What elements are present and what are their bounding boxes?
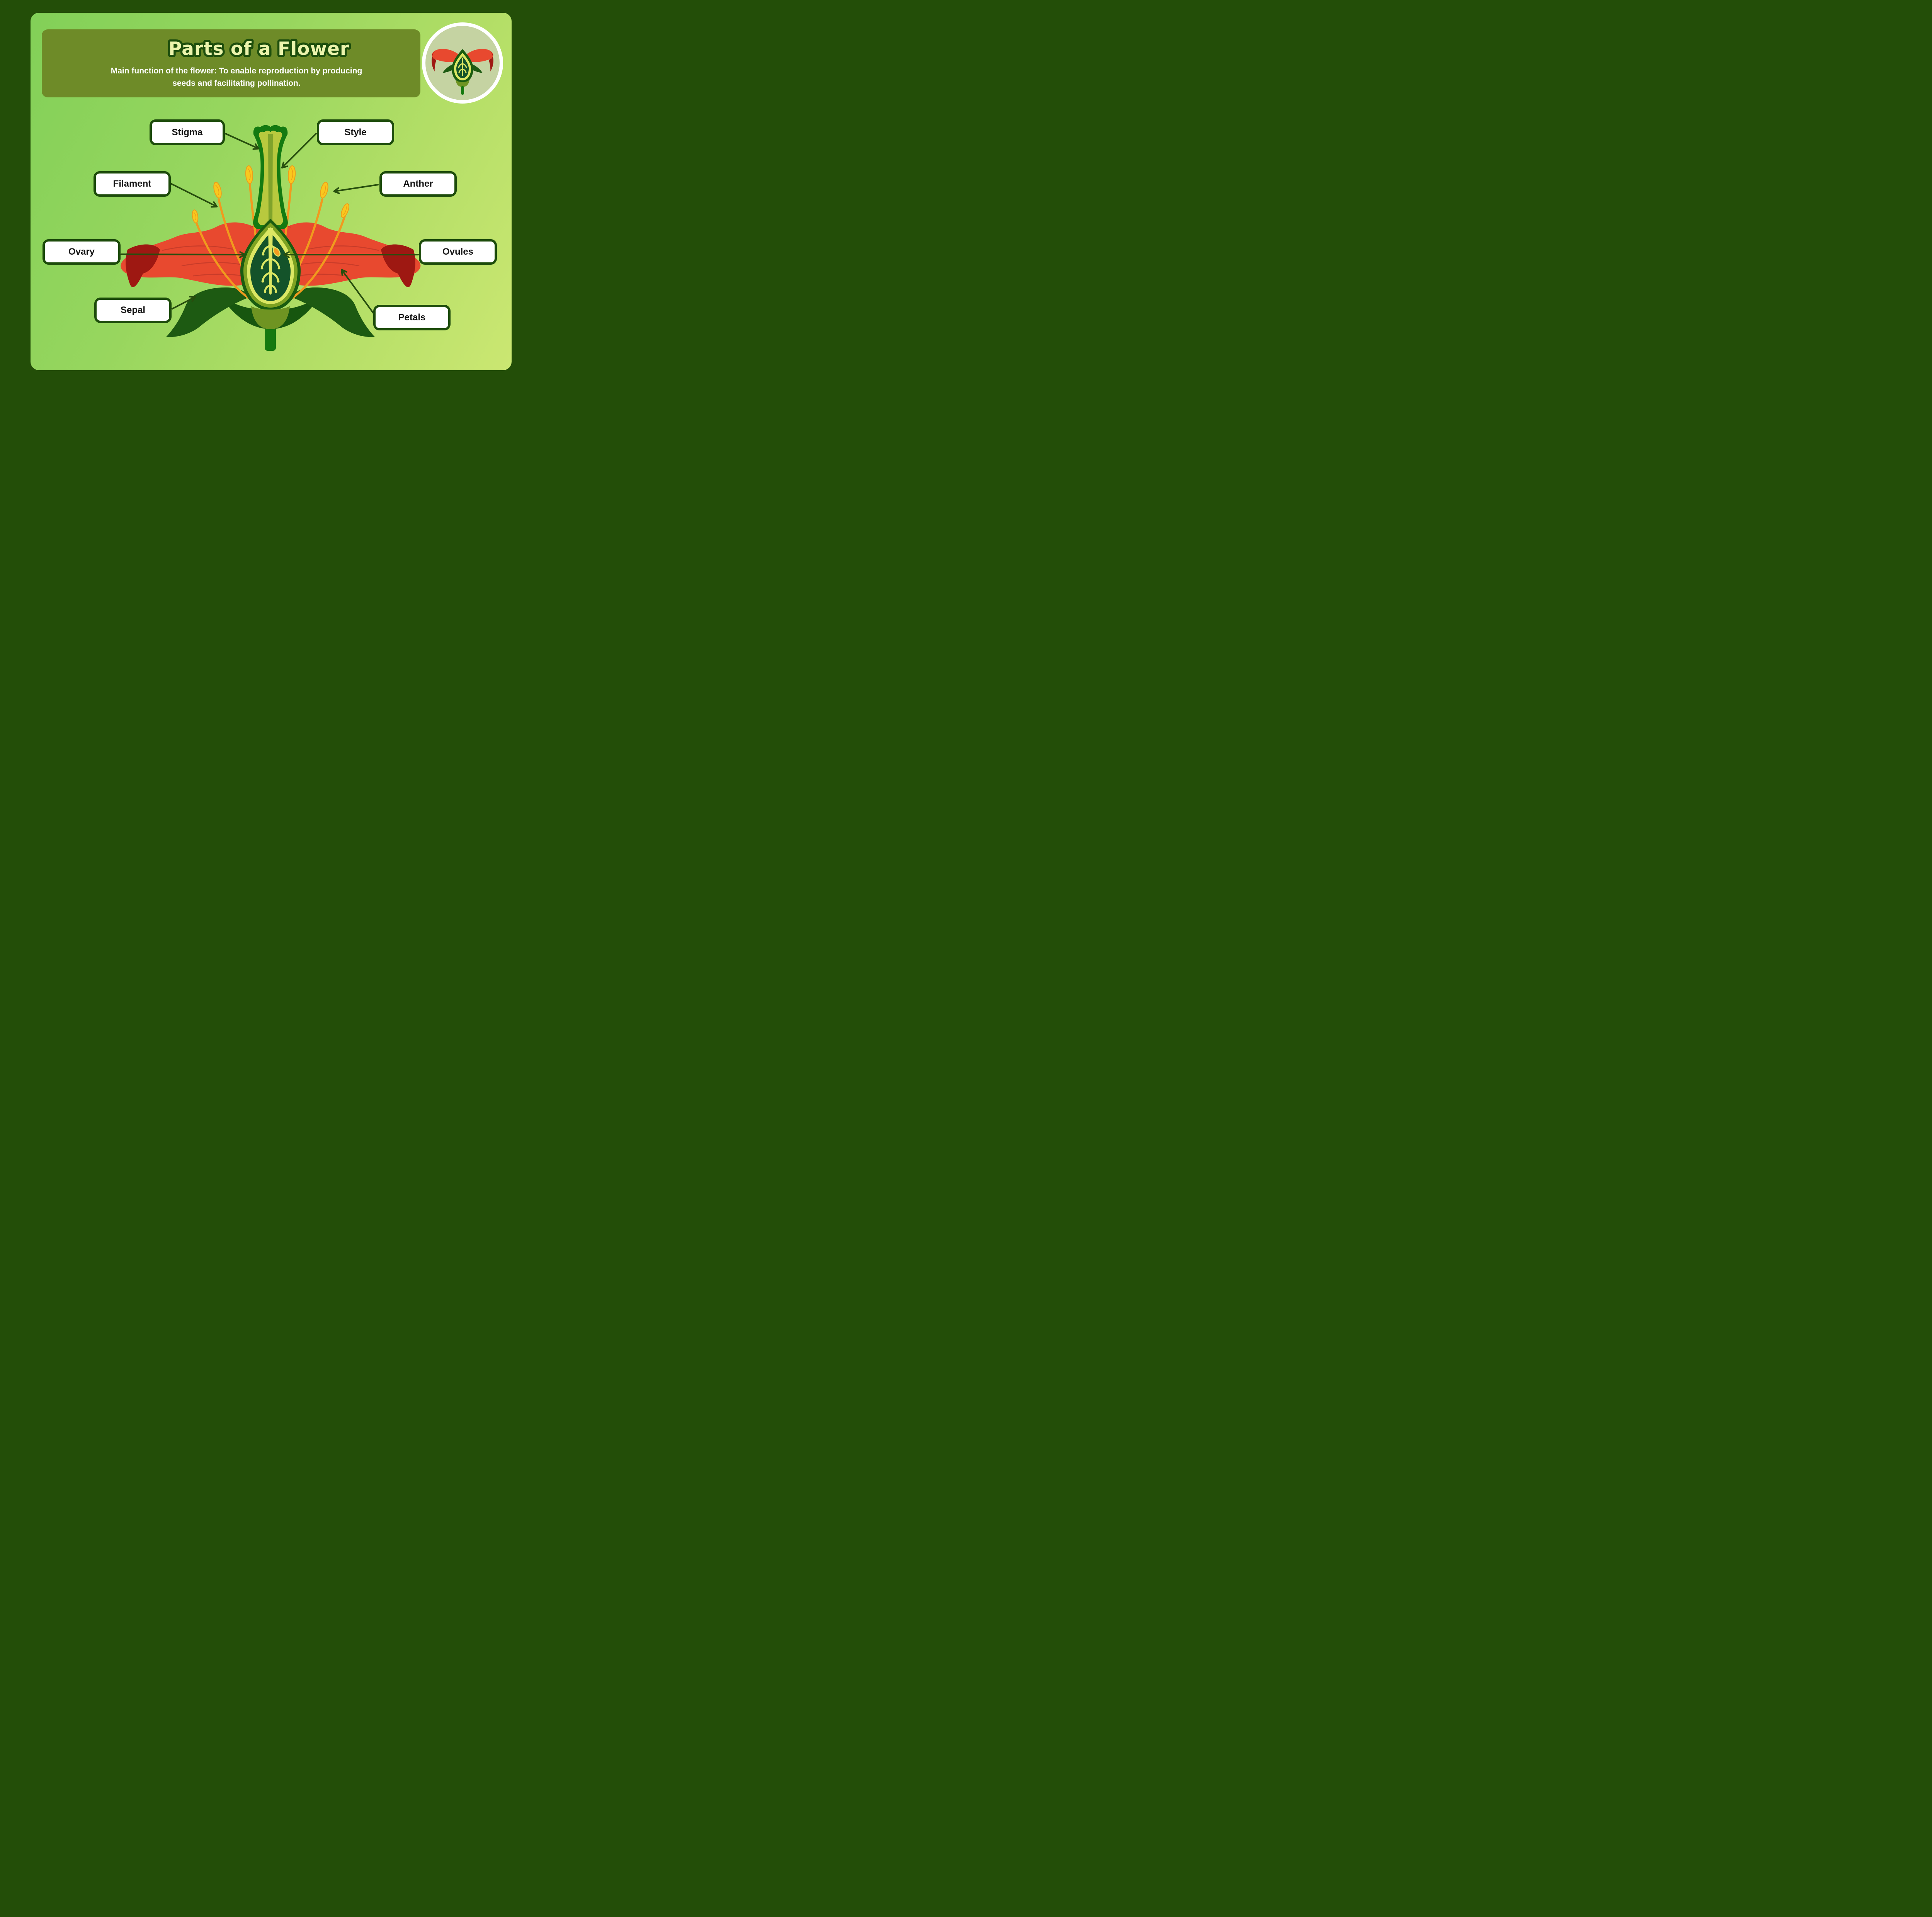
arrow-petals [341,269,374,314]
label-petals: Petals [373,305,451,330]
label-sepal-text: Sepal [120,305,146,315]
arrow-anther [333,184,379,194]
label-sepal: Sepal [94,298,172,323]
page-subtitle: Main function of the flower: To enable r… [47,65,426,89]
label-stigma-text: Stigma [172,127,203,138]
connector-arrows-group [121,133,419,314]
label-style: Style [317,119,394,145]
page-title: Parts of a Flower [166,36,351,62]
sepal-left-shape [166,287,250,337]
label-petals-text: Petals [398,312,426,323]
label-filament: Filament [94,171,171,197]
flower-illustration [121,125,421,351]
style-stripe [268,134,273,225]
arrow-filament [171,183,218,208]
flower-cross-section-icon [432,49,493,95]
stem-shape [265,325,276,351]
anther-shapes [192,165,349,223]
label-style-text: Style [344,127,367,138]
flower-badge [422,22,503,104]
highlighted-ovule [273,247,281,257]
label-filament-text: Filament [113,179,151,189]
label-ovary-text: Ovary [68,247,95,257]
placenta-trunk [268,228,273,295]
page-subtitle-line2: seeds and facilitating pollination. [172,78,301,88]
arrow-ovary [121,251,246,258]
arrow-stigma [225,133,260,150]
page-subtitle-line1: Main function of the flower: To enable r… [111,66,362,75]
poster-page: Parts of a Flower Main function of the f… [0,0,542,383]
arrow-sepal [172,296,196,310]
receptacle-cup [251,306,290,329]
sepal-right-shape [291,287,375,337]
label-anther: Anther [379,171,457,197]
page-title-text: Parts of a Flower [168,38,349,60]
label-ovules: Ovules [419,239,497,265]
label-ovules-text: Ovules [442,247,474,257]
header-banner: Parts of a Flower Main function of the f… [42,29,420,97]
label-anther-text: Anther [403,179,433,189]
arrow-style [281,133,317,169]
pistil-group [253,125,288,229]
label-ovary: Ovary [43,239,121,265]
label-stigma: Stigma [150,119,225,145]
ovary-group [240,219,301,329]
